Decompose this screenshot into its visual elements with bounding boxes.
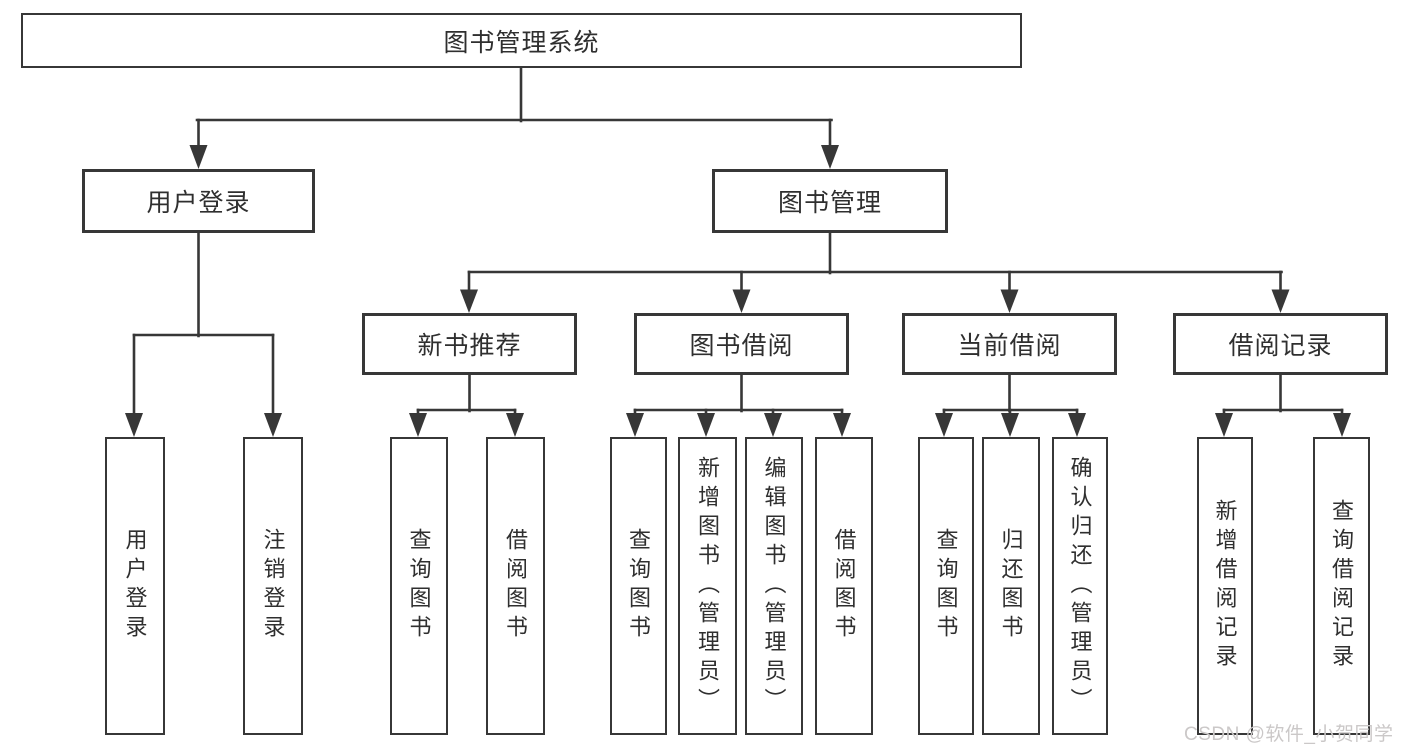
node-label: 查询借阅记录 bbox=[1329, 499, 1355, 673]
node-label: 借阅图书 bbox=[503, 528, 529, 644]
node-book-borrowing: 图书借阅 bbox=[634, 313, 849, 375]
node-label: 新增借阅记录 bbox=[1212, 499, 1238, 673]
node-new-book-recommend: 新书推荐 bbox=[362, 313, 577, 375]
node-leaf-return-books: 归还图书 bbox=[982, 437, 1040, 735]
node-label: 图书借阅 bbox=[689, 332, 794, 360]
node-label: 归还图书 bbox=[998, 528, 1024, 644]
node-label: 新书推荐 bbox=[417, 332, 522, 360]
node-leaf-user-login: 用户登录 bbox=[105, 437, 165, 735]
node-label: 查询图书 bbox=[933, 528, 959, 644]
node-label: 借阅图书 bbox=[831, 528, 857, 644]
node-leaf-add-books-admin: 新增图书（管理员） bbox=[678, 437, 737, 735]
node-leaf-query-books-borrowing: 查询图书 bbox=[610, 437, 667, 735]
node-leaf-query-books-current: 查询图书 bbox=[918, 437, 974, 735]
node-user-login: 用户登录 bbox=[82, 169, 315, 233]
node-label: 用户登录 bbox=[122, 528, 148, 644]
node-label: 图书管理系统 bbox=[443, 28, 600, 57]
node-leaf-borrow-books-borrowing: 借阅图书 bbox=[815, 437, 873, 735]
node-book-management: 图书管理 bbox=[712, 169, 948, 233]
node-label: 新增图书（管理员） bbox=[695, 455, 721, 717]
node-label: 当前借阅 bbox=[957, 332, 1062, 360]
node-leaf-query-borrow-record: 查询借阅记录 bbox=[1313, 437, 1370, 735]
node-leaf-borrow-books-recommend: 借阅图书 bbox=[486, 437, 545, 735]
node-leaf-logout: 注销登录 bbox=[243, 437, 303, 735]
node-leaf-add-borrow-record: 新增借阅记录 bbox=[1197, 437, 1253, 735]
node-label: 用户登录 bbox=[146, 189, 251, 217]
node-leaf-edit-books-admin: 编辑图书（管理员） bbox=[745, 437, 803, 735]
node-borrowing-records: 借阅记录 bbox=[1173, 313, 1388, 375]
node-label: 借阅记录 bbox=[1228, 332, 1333, 360]
node-label: 确认归还（管理员） bbox=[1067, 455, 1093, 717]
node-label: 注销登录 bbox=[260, 528, 286, 644]
node-leaf-query-books-recommend: 查询图书 bbox=[390, 437, 448, 735]
node-label: 查询图书 bbox=[626, 528, 652, 644]
node-label: 查询图书 bbox=[406, 528, 432, 644]
node-label: 编辑图书（管理员） bbox=[761, 455, 787, 717]
node-leaf-confirm-return-admin: 确认归还（管理员） bbox=[1052, 437, 1108, 735]
node-root: 图书管理系统 bbox=[21, 13, 1022, 68]
node-current-borrowing: 当前借阅 bbox=[902, 313, 1117, 375]
node-label: 图书管理 bbox=[777, 189, 882, 217]
csdn-watermark: CSDN @软件_小贺同学 bbox=[1184, 724, 1394, 745]
